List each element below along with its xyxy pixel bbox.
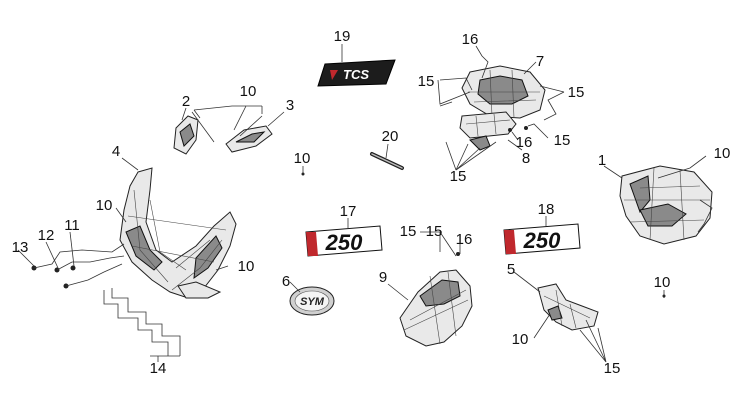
callout-20: 20 (382, 128, 399, 145)
callout-1: 1 (598, 152, 606, 169)
callout-10-right-fairing: 10 (238, 258, 255, 275)
part-9-windscreen (399, 269, 473, 347)
callout-10-center: 10 (294, 150, 311, 167)
callout-2: 2 (182, 93, 190, 110)
callout-7: 7 (536, 53, 544, 70)
callout-15-mid-right: 15 (554, 132, 571, 149)
part-4-front-fairing (119, 167, 237, 299)
callout-15-top-left: 15 (418, 73, 435, 90)
callout-18: 18 (538, 201, 555, 218)
callout-8: 8 (522, 150, 530, 167)
leader-lines (17, 44, 713, 363)
callout-15-top-right: 15 (568, 84, 585, 101)
callout-10-left-fairing: 10 (96, 197, 113, 214)
decal-17-text: 250 (325, 230, 363, 255)
callout-14: 14 (150, 360, 167, 377)
callout-15-windscreen: 15 (426, 223, 443, 240)
callout-numbers: 19 16 7 15 15 10 2 3 15 20 16 15 8 10 4 … (12, 28, 731, 377)
callout-10-lower-right: 10 (654, 274, 671, 291)
sym-badge-text: SYM (300, 296, 325, 308)
callout-10-top: 10 (240, 83, 257, 100)
part-6-sym-badge: SYM (289, 286, 335, 316)
decal-18-text: 250 (523, 228, 561, 253)
callout-17: 17 (340, 203, 357, 220)
part-2-left-cover (173, 115, 199, 155)
part-18-decal: 250 (503, 223, 581, 255)
callout-16-windscreen: 16 (456, 231, 473, 248)
callout-13: 13 (12, 239, 29, 256)
callout-16-top: 16 (462, 31, 479, 48)
emblem-19-text: TCS (343, 67, 369, 82)
part-3-right-cover (225, 125, 273, 153)
part-8-bracket (459, 111, 517, 151)
callout-9: 9 (379, 269, 387, 286)
callout-10-bracket: 10 (512, 331, 529, 348)
callout-19: 19 (334, 28, 351, 45)
callout-6: 6 (282, 273, 290, 290)
callout-16-mid: 16 (516, 134, 533, 151)
callout-5: 5 (507, 261, 515, 278)
part-19-emblem: TCS (317, 59, 396, 87)
callout-15-bottom: 15 (450, 168, 467, 185)
part-1-headlight (619, 165, 713, 245)
part-5-bracket (537, 283, 599, 331)
part-7-upper-cowl (461, 65, 546, 119)
part-17-decal: 250 (305, 225, 383, 257)
callout-4: 4 (112, 143, 120, 160)
callout-11: 11 (64, 217, 80, 234)
callout-15-bottom-right: 15 (604, 360, 621, 377)
callout-12: 12 (38, 227, 55, 244)
callout-3: 3 (286, 97, 294, 114)
callout-15-left-windscreen: 15 (400, 223, 417, 240)
callout-10-headlight: 10 (714, 145, 731, 162)
part-20-rod (370, 152, 404, 170)
